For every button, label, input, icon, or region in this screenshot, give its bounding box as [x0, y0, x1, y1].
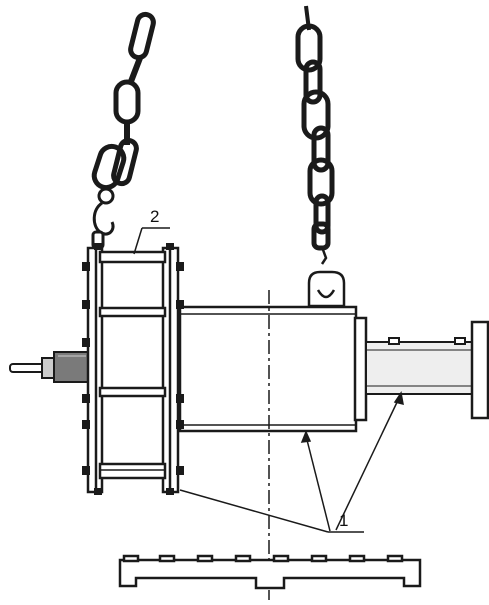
chain-link [311, 221, 331, 251]
chain-link [127, 56, 143, 86]
chain-link [313, 193, 331, 235]
right-lifting-lug [307, 246, 346, 308]
chain-link [303, 59, 323, 105]
callout-1-label: 1 [339, 511, 348, 530]
right-shaft [365, 320, 489, 420]
chain-link [91, 143, 127, 191]
lifting-frame [86, 246, 180, 494]
callout-2: 2 [133, 207, 170, 255]
callout-2-label: 2 [150, 207, 159, 226]
chain-link [113, 79, 141, 125]
left-hook [91, 187, 115, 250]
callout-1: 1 [179, 391, 404, 533]
chain-link [295, 23, 323, 73]
chain-link [307, 157, 335, 207]
cylinder-body [178, 305, 368, 433]
right-chain [295, 5, 335, 251]
left-chain [91, 11, 156, 191]
pallet [118, 554, 422, 590]
chain-link [311, 125, 331, 173]
chain-link [111, 137, 139, 187]
frame-bolts [82, 243, 184, 495]
left-stem [9, 351, 91, 383]
chain-link [128, 11, 156, 61]
